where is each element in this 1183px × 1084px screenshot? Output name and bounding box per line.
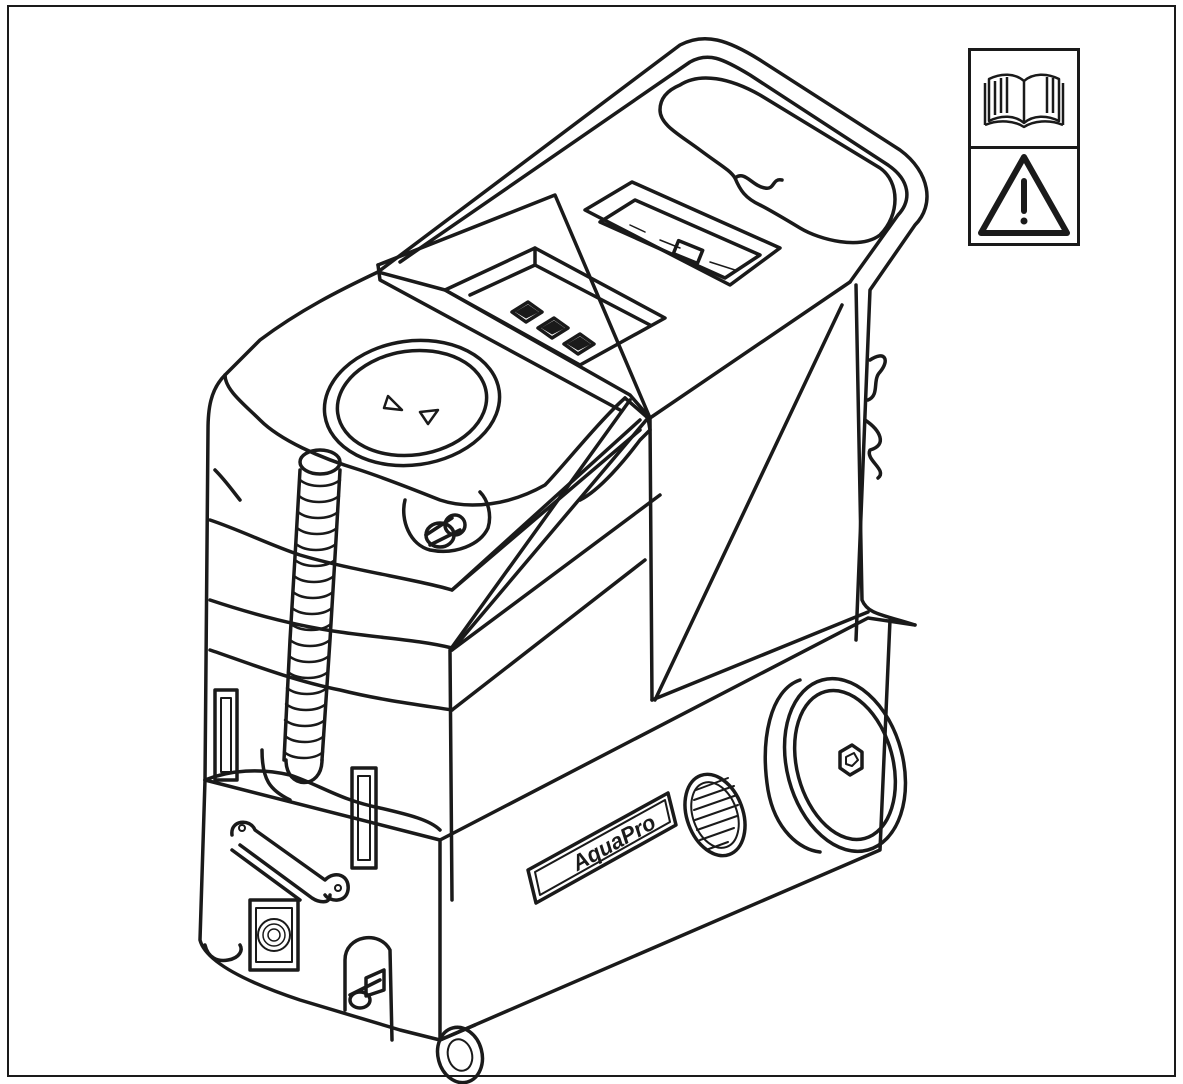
gauge-indicator: [671, 238, 705, 266]
tank-lid: [322, 338, 502, 468]
rocker-switches: [510, 300, 596, 356]
front-casters: [203, 943, 485, 1084]
lid-arrow-right: [418, 408, 440, 426]
rear-wheel: [763, 676, 908, 854]
side-slot-center-inner: [357, 775, 371, 861]
carry-handle: [230, 820, 350, 904]
wheel-hub-nut: [838, 743, 864, 777]
machine-top-deck: [376, 180, 782, 420]
machine-base: [198, 616, 917, 1042]
rocker-switch-1: [510, 300, 544, 324]
rocker-switch-3: [562, 332, 596, 356]
safety-icons-panel: [968, 48, 1080, 246]
machine-rear-tower: [648, 280, 917, 702]
side-vent-grille: [683, 772, 747, 858]
drain-hose: [282, 448, 342, 785]
side-slot-center: [350, 766, 378, 870]
vacuum-inlet: [402, 490, 492, 553]
recovery-tank: [203, 270, 662, 902]
figure-border: [7, 5, 1176, 1077]
icon-panel-divider: [971, 146, 1077, 149]
cooling-fan: [248, 898, 300, 972]
read-manual-icon: [971, 51, 1077, 143]
machine-handle: [376, 36, 929, 642]
lid-arrow-left: [382, 394, 404, 412]
handle-grip-opening: [658, 76, 897, 245]
side-slot-left-inner: [220, 697, 232, 773]
rocker-switch-2: [536, 316, 570, 340]
switch-panel-recess: [443, 246, 667, 367]
gauge-recess: [583, 180, 782, 287]
drain-valve: [343, 935, 394, 1042]
brand-label-plate: [526, 791, 678, 905]
warning-triangle-icon: [971, 149, 1077, 241]
side-slot-left: [213, 688, 239, 782]
front-caster-right: [435, 1023, 485, 1084]
